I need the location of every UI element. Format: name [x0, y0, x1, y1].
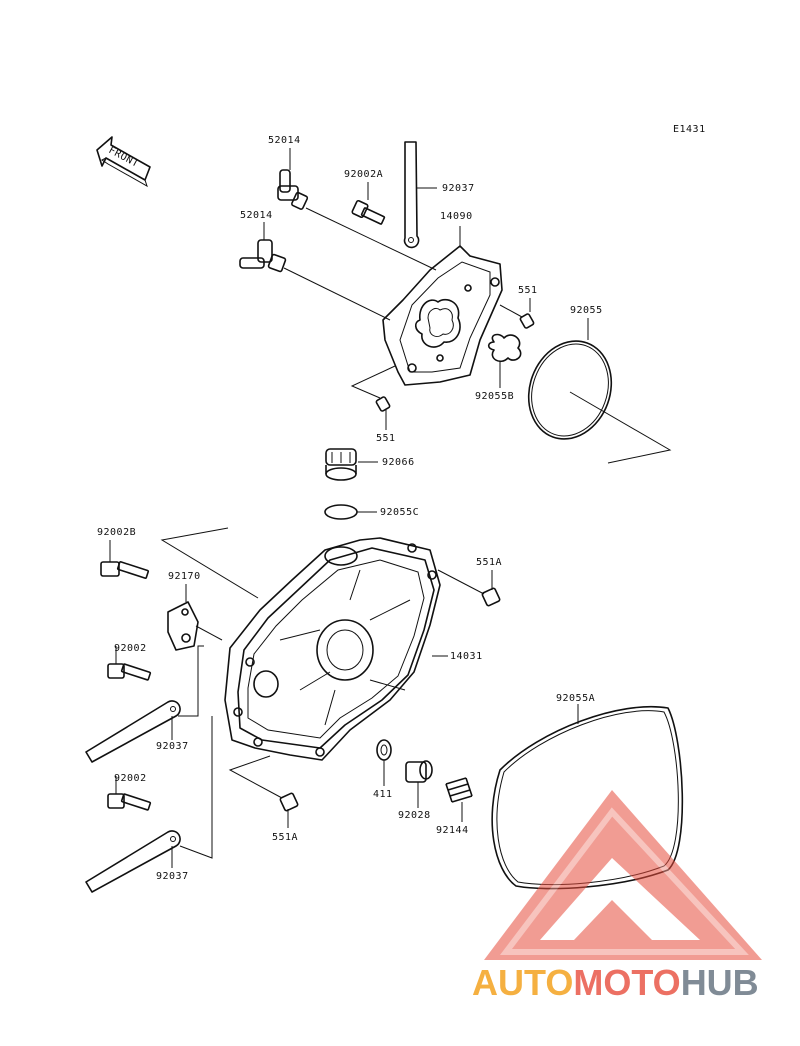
diagram-code: E1431: [673, 124, 706, 135]
pump-cover-14090: [382, 245, 503, 386]
label-92170: 92170: [168, 571, 201, 582]
leader-551-left-path: [350, 365, 396, 399]
label-92028: 92028: [398, 810, 431, 821]
watermark-hub: HUB: [681, 962, 759, 1003]
label-92055c: 92055C: [380, 507, 419, 518]
bolt-92002-b: [107, 793, 152, 811]
label-551a-top: 551A: [476, 557, 502, 568]
clamp-92170: [167, 601, 199, 651]
dowel-551a-top: [481, 587, 501, 607]
label-14031: 14031: [450, 651, 483, 662]
strap-92037-bottom: [85, 830, 181, 893]
oring-92055b: [487, 333, 522, 363]
leader-551-right-path: [499, 304, 523, 318]
label-92055: 92055: [570, 305, 603, 316]
watermark-logo-icon: [484, 790, 762, 960]
spring-92144: [445, 777, 473, 803]
label-92037-top: 92037: [442, 183, 475, 194]
watermark-auto: AUTO: [472, 962, 573, 1003]
bushing-92028: [405, 760, 433, 783]
label-92055a: 92055A: [556, 693, 595, 704]
front-arrow-icon: FRONT: [96, 136, 151, 188]
watermark-text: AUTOMOTOHUB: [472, 962, 759, 1003]
dowel-551-left: [375, 396, 391, 412]
strap-92037-top: [403, 141, 420, 249]
dowel-551-right: [519, 313, 535, 329]
watermark-moto: MOTO: [573, 962, 680, 1003]
bolt-92002a: [351, 199, 386, 225]
label-92002-a: 92002: [114, 643, 147, 654]
label-92002-b: 92002: [114, 773, 147, 784]
bolt-92002-a: [107, 663, 152, 681]
oring-92055c: [324, 504, 358, 520]
leader-92037-mid-path: [178, 645, 204, 717]
label-92002a: 92002A: [344, 169, 383, 180]
label-92066: 92066: [382, 457, 415, 468]
label-52014-mid: 52014: [240, 210, 273, 221]
dowel-551a-bottom: [279, 792, 299, 812]
leader-52014-top-path: [305, 207, 437, 271]
plug-92066: [325, 448, 357, 481]
label-92055b: 92055B: [475, 391, 514, 402]
label-92037-bottom: 92037: [156, 871, 189, 882]
label-551a-bottom: 551A: [272, 832, 298, 843]
leader-52014-mid-path: [283, 267, 391, 321]
clutch-cover-14031: [224, 537, 441, 761]
label-92037-mid: 92037: [156, 741, 189, 752]
label-551-right: 551: [518, 285, 538, 296]
leader-92037-bottom-path: [179, 716, 213, 859]
reference-line-left: [160, 527, 259, 599]
label-411: 411: [373, 789, 393, 800]
label-14090: 14090: [440, 211, 473, 222]
leader-551a-top-path: [437, 569, 485, 595]
leader-92170-path: [195, 625, 223, 641]
label-551-left: 551: [376, 433, 396, 444]
label-92002b: 92002B: [97, 527, 136, 538]
oring-92055: [527, 340, 613, 440]
leader-92055-path: [569, 391, 672, 464]
leader-551a-bottom-path: [228, 755, 283, 799]
label-92144: 92144: [436, 825, 469, 836]
elbow-fitting-mid: [239, 239, 287, 273]
strap-92037-mid: [85, 700, 181, 763]
washer-411: [376, 739, 392, 761]
label-52014-top: 52014: [268, 135, 301, 146]
elbow-fitting-top: [277, 169, 309, 210]
bolt-92002b: [100, 561, 150, 579]
